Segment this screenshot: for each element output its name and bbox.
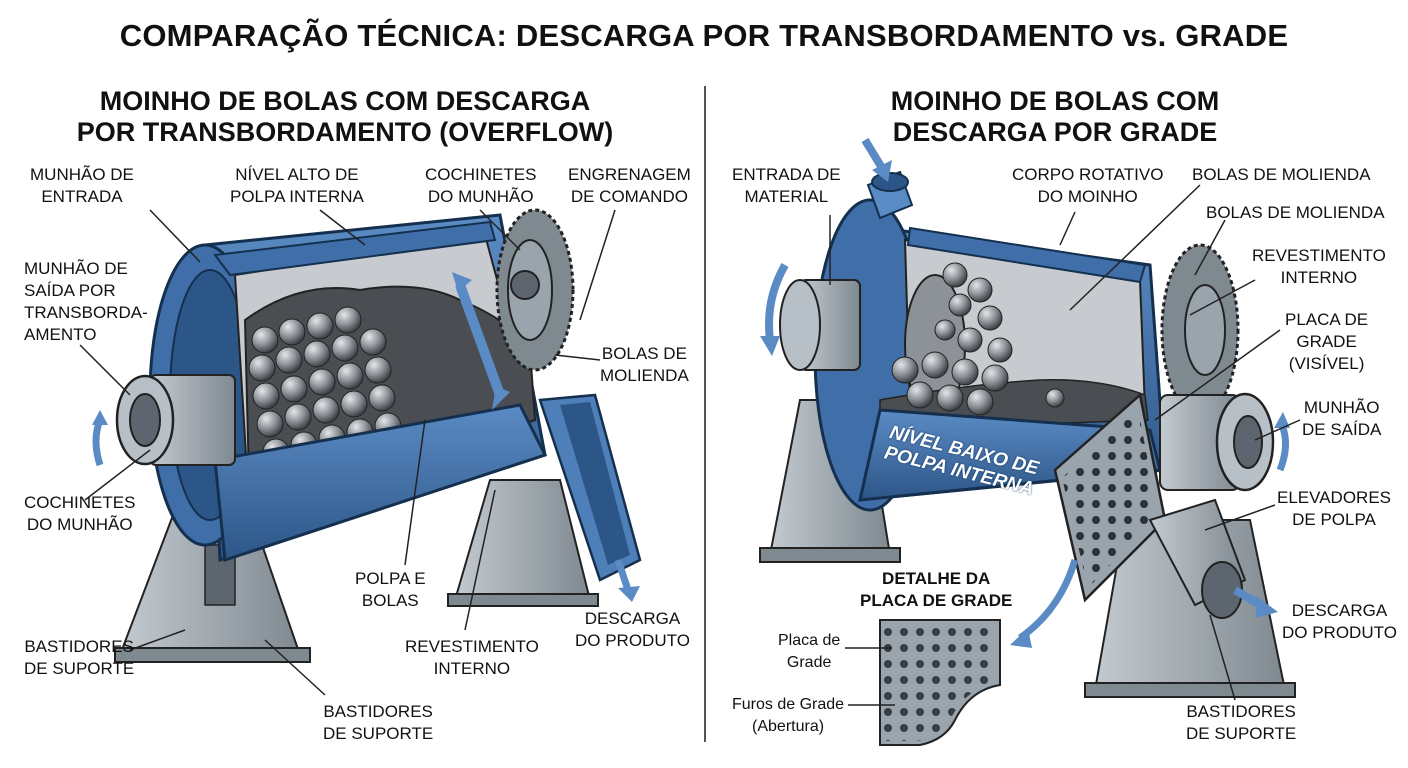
label-line: DE SAÍDA [1302,419,1381,441]
label-line: DESCARGA [575,608,690,630]
label-line: SAÍDA POR [24,280,148,302]
label-liner-right: REVESTIMENTO INTERNO [1252,245,1386,289]
label-line: POLPA INTERNA [230,186,364,208]
label-trunnion-bearings-bottom: COCHINETES DO MUNHÃO [24,492,135,536]
label-line: MUNHÃO DE [30,164,134,186]
label-grinding-balls-right-top: BOLAS DE MOLIENDA [1192,164,1371,186]
label-mill-body: CORPO ROTATIVO DO MOINHO [1012,164,1163,208]
label-line: MUNHÃO DE [24,258,148,280]
right-outlet-trunnion [1160,394,1273,490]
label-line: DO MOINHO [1012,186,1163,208]
label-line: DO PRODUTO [1282,622,1397,644]
label-line: MUNHÃO [1302,397,1381,419]
label-line: Grade [778,652,840,674]
label-line: MATERIAL [732,186,841,208]
label-line: REVESTIMENTO [1252,245,1386,267]
left-drive-gear [497,210,573,370]
detail-plate-label: Placa de Grade [778,630,840,674]
label-line: BOLAS [355,590,426,612]
label-line: DO PRODUTO [575,630,690,652]
label-discharge-right: DESCARGA DO PRODUTO [1282,600,1397,644]
grate-detail-plate [880,620,1000,745]
label-grate-plate-visible: PLACA DE GRADE (VISÍVEL) [1285,309,1368,375]
detail-heading: DETALHE DA PLACA DE GRADE [860,568,1012,612]
label-discharge-left: DESCARGA DO PRODUTO [575,608,690,652]
label-line: BASTIDORES [323,701,433,723]
right-mill [760,140,1300,745]
label-line: BOLAS DE MOLIENDA [1206,202,1385,224]
label-pulp-and-balls: POLPA E BOLAS [355,568,426,612]
label-line: NÍVEL ALTO DE [230,164,364,186]
label-line: CORPO ROTATIVO [1012,164,1163,186]
label-line: COCHINETES [24,492,135,514]
label-supports-center: BASTIDORES DE SUPORTE [323,701,433,745]
label-line: ELEVADORES [1277,487,1391,509]
label-line: DESCARGA [1282,600,1397,622]
label-line: DE SUPORTE [1186,723,1296,745]
label-line: DO MUNHÃO [24,514,135,536]
label-line: INTERNO [1252,267,1386,289]
label-liner-left: REVESTIMENTO INTERNO [405,636,539,680]
label-line: GRADE [1285,331,1368,353]
label-line: Furos de Grade [732,694,844,716]
left-mill [80,210,640,695]
left-inlet-trunnion [117,375,235,465]
label-line: BOLAS DE MOLIENDA [1192,164,1371,186]
label-line: BOLAS DE [600,343,689,365]
label-line: ENTRADA DE [732,164,841,186]
label-line: Placa de [778,630,840,652]
label-material-inlet: ENTRADA DE MATERIAL [732,164,841,208]
detail-holes-label: Furos de Grade (Abertura) [732,694,844,738]
label-line: ENTRADA [30,186,134,208]
label-drive-gear: ENGRENAGEM DE COMANDO [568,164,691,208]
label-line: INTERNO [405,658,539,680]
label-grinding-balls-left: BOLAS DE MOLIENDA [600,343,689,387]
label-supports-right: BASTIDORES DE SUPORTE [1186,701,1296,745]
label-line: AMENTO [24,324,148,346]
label-line: BASTIDORES [24,636,134,658]
label-line: (VISÍVEL) [1285,353,1368,375]
label-line: PLACA DE GRADE [860,590,1012,612]
label-trunnion-bearings-top: COCHINETES DO MUNHÃO [425,164,536,208]
label-line: DE POLPA [1277,509,1391,531]
label-line: PLACA DE [1285,309,1368,331]
label-high-pulp-level: NÍVEL ALTO DE POLPA INTERNA [230,164,364,208]
label-line: MOLIENDA [600,365,689,387]
label-grinding-balls-right-second: BOLAS DE MOLIENDA [1206,202,1385,224]
label-line: COCHINETES [425,164,536,186]
label-line: DE COMANDO [568,186,691,208]
label-line: BASTIDORES [1186,701,1296,723]
label-line: ENGRENAGEM [568,164,691,186]
label-supports-left: BASTIDORES DE SUPORTE [24,636,134,680]
right-drive-gear [1162,245,1238,415]
label-outlet-trunnion: MUNHÃO DE SAÍDA [1302,397,1381,441]
label-inlet-trunnion: MUNHÃO DE ENTRADA [30,164,134,208]
label-overflow-trunnion: MUNHÃO DE SAÍDA POR TRANSBORDA- AMENTO [24,258,148,346]
label-line: TRANSBORDA- [24,302,148,324]
label-line: (Abertura) [732,716,844,738]
label-line: POLPA E [355,568,426,590]
label-line: DE SUPORTE [323,723,433,745]
label-pulp-lifters: ELEVADORES DE POLPA [1277,487,1391,531]
label-line: DO MUNHÃO [425,186,536,208]
label-line: DETALHE DA [860,568,1012,590]
label-line: REVESTIMENTO [405,636,539,658]
label-line: DE SUPORTE [24,658,134,680]
